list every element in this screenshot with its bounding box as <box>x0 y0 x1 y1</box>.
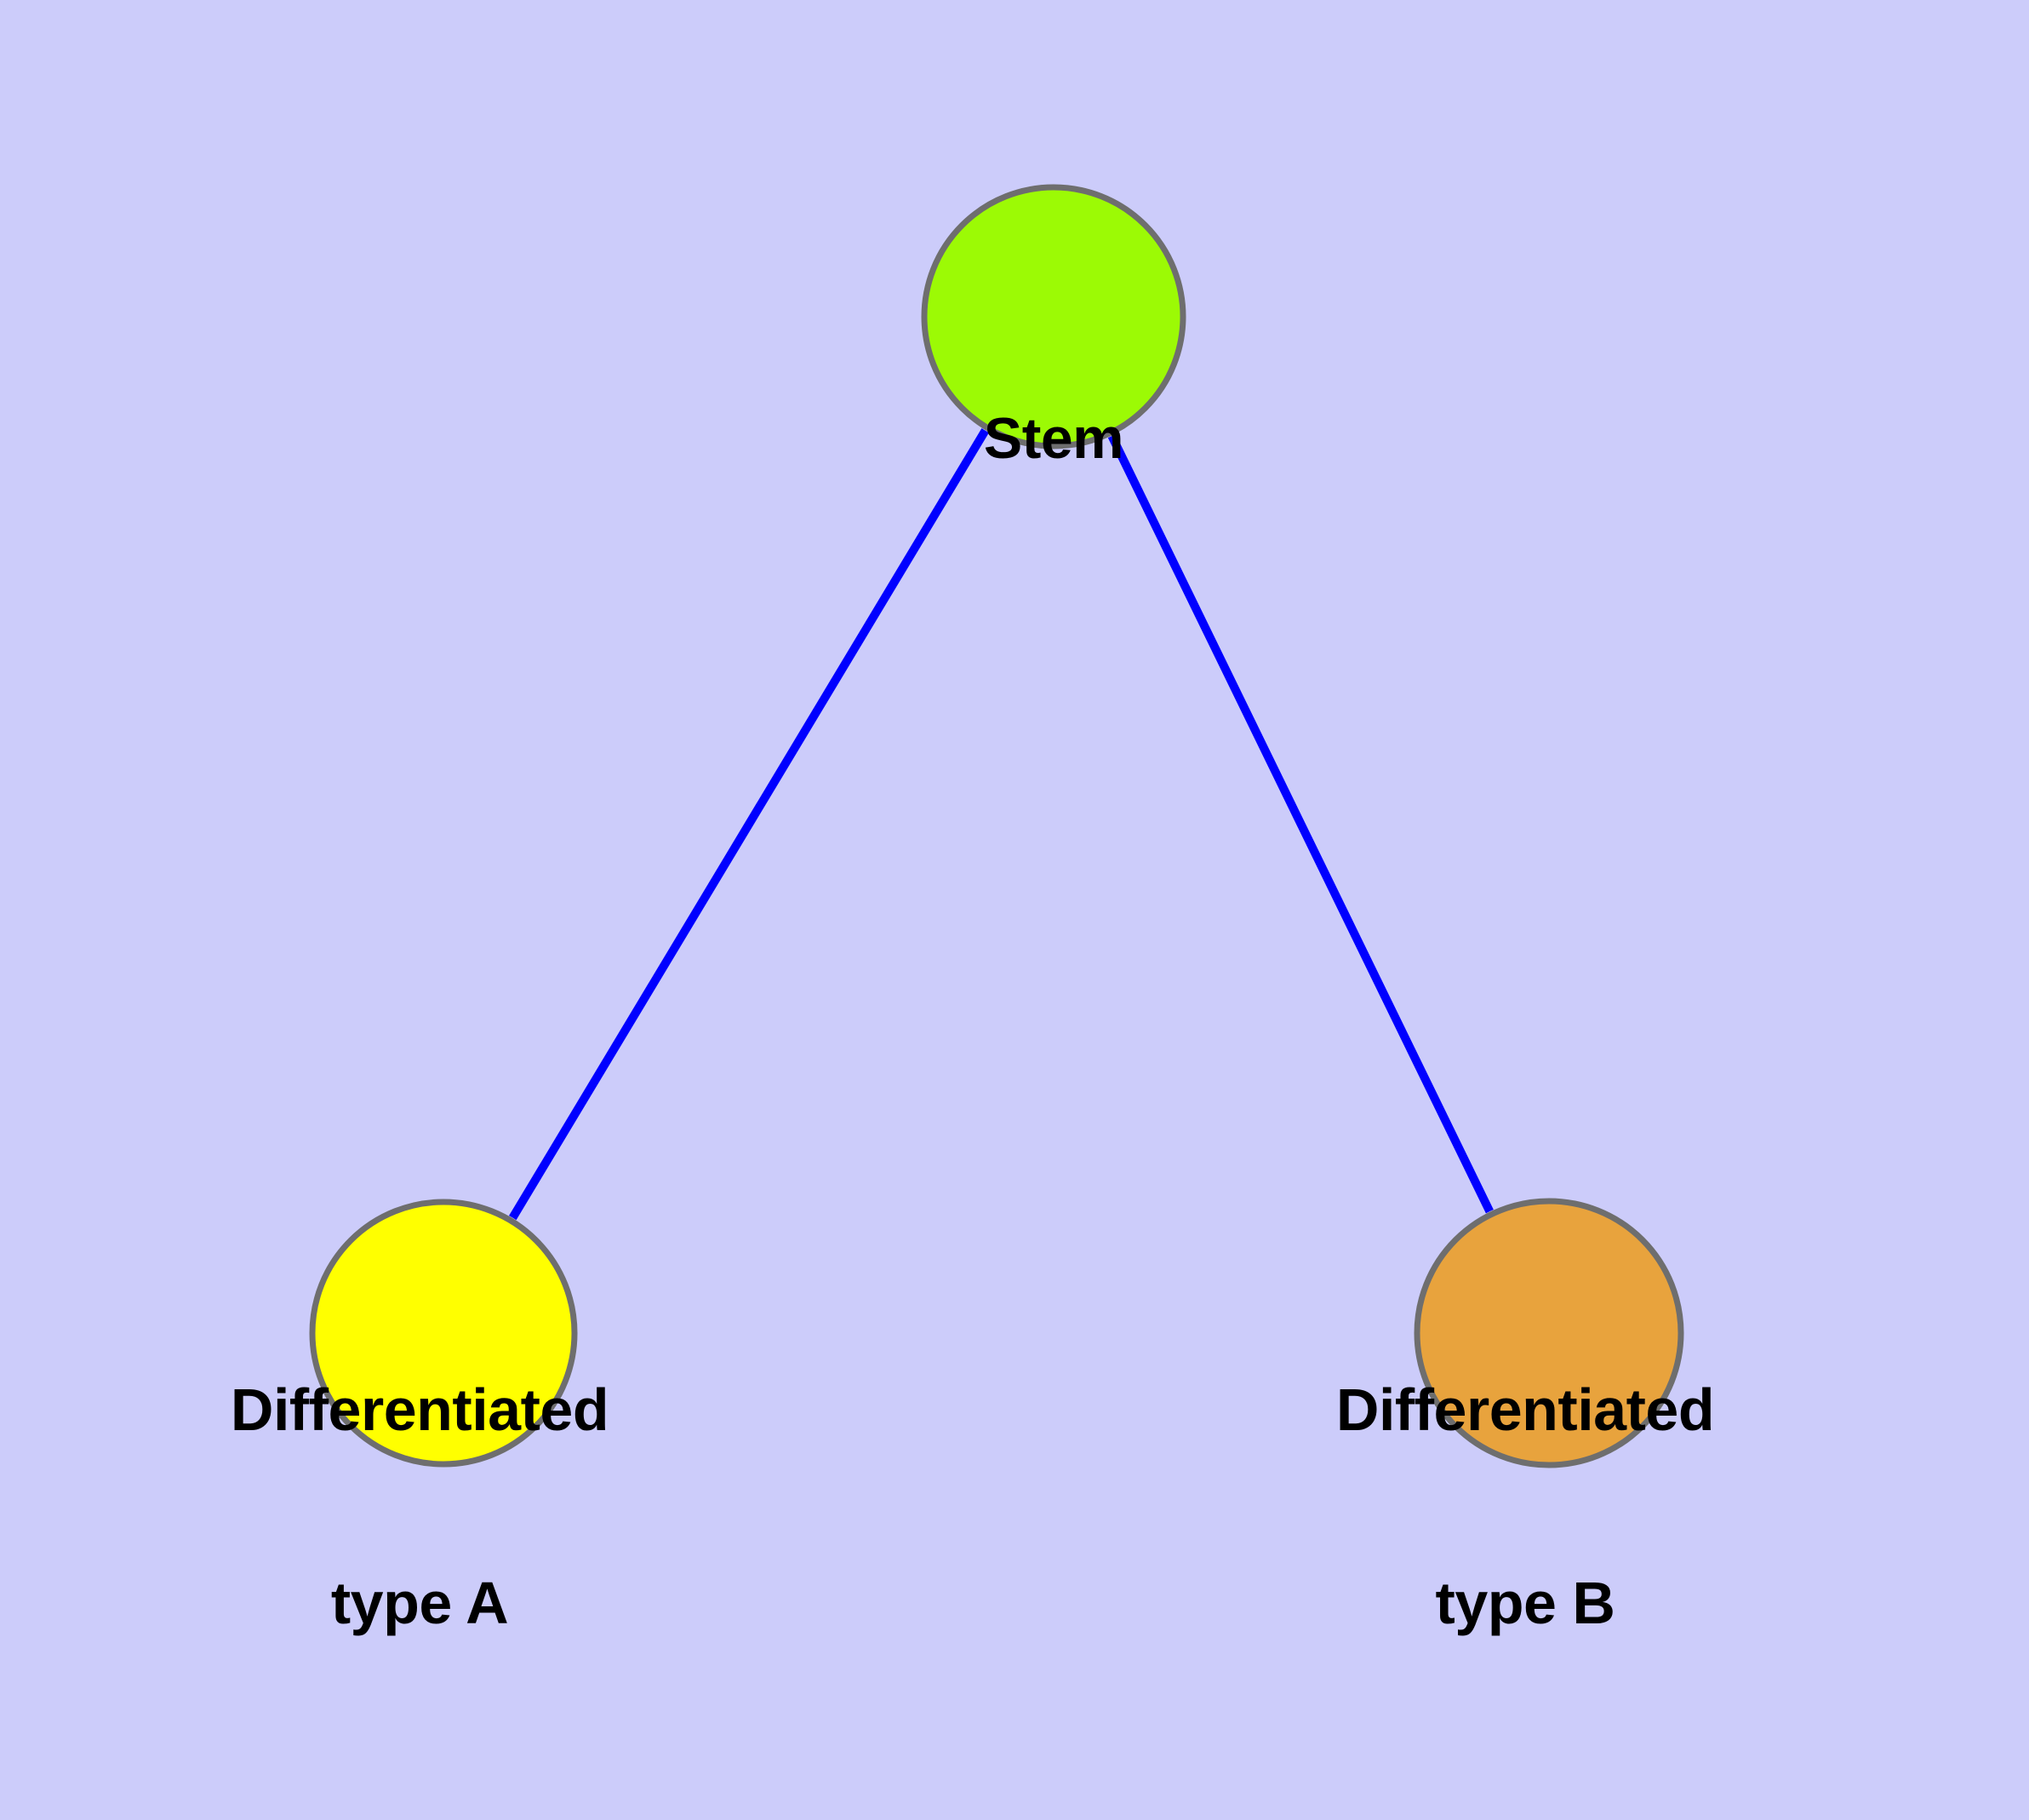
node-differentiated-type-b[interactable] <box>1414 1198 1684 1468</box>
node-stem[interactable] <box>921 184 1186 449</box>
edge-stem-to-differentiated-type-b <box>1049 314 1553 1336</box>
edge-stem-to-differentiated-type-a <box>439 314 1058 1336</box>
node-differentiated-type-a[interactable] <box>309 1199 578 1468</box>
